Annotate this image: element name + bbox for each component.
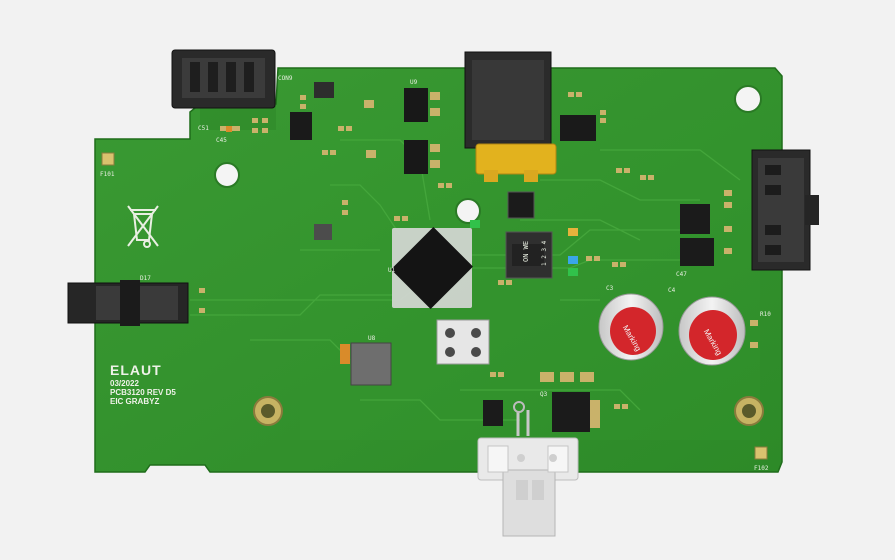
leds [226, 126, 578, 276]
connector-bottom [477, 401, 579, 537]
refdes-c3: C3 [606, 285, 614, 292]
refdes-q3: Q3 [540, 391, 548, 398]
refdes-f102: F102 [754, 465, 769, 472]
fuse-pads [101, 152, 768, 460]
board-date: 03/2022 [110, 379, 139, 388]
electrolytic-caps [598, 293, 746, 366]
smd-passives [199, 92, 758, 409]
mcu-chip [390, 226, 474, 310]
ics [290, 82, 714, 432]
refdes-c51: C51 [198, 125, 209, 132]
connector-con9 [171, 49, 276, 109]
refdes-c4: C4 [668, 287, 676, 294]
refdes-u9: U9 [410, 79, 418, 86]
connector-right [751, 149, 819, 271]
relay-top [464, 51, 557, 182]
board-author: EIC GRABYZ [110, 397, 160, 406]
refdes-f101: F101 [100, 171, 115, 178]
board-revision: PCB3120 REV D5 [110, 388, 176, 397]
refdes-u1: U1 [388, 267, 396, 274]
refdes-con9: CON9 [278, 75, 293, 82]
weee-symbol-icon [127, 205, 159, 248]
dip-switch-label: ON WE [522, 241, 530, 262]
refdes-c47: C47 [676, 271, 687, 278]
board-brand: ELAUT [110, 362, 162, 378]
dip-switch [505, 231, 553, 279]
refdes-r10: R10 [760, 311, 771, 318]
refdes-d17: D17 [140, 275, 151, 282]
mounting-holes [214, 85, 764, 426]
dip-switch-numbers: 1 2 3 4 [541, 240, 548, 266]
connector-left [67, 280, 189, 326]
refdes-c45: C45 [216, 137, 227, 144]
refdes-u8: U8 [368, 335, 376, 342]
pcb-traces [190, 139, 741, 421]
